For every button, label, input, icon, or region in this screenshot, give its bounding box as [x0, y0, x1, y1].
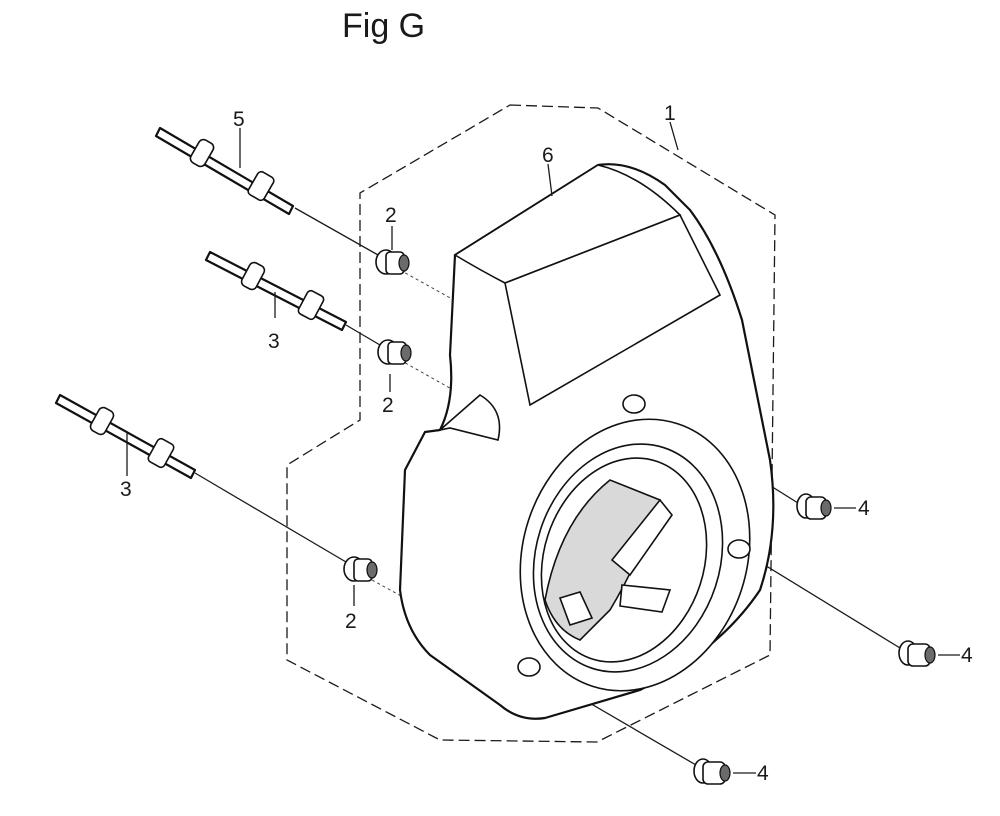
callout-part-4c: 4	[757, 762, 769, 785]
stud-bolt-icon	[154, 126, 295, 216]
callout-part-2b: 2	[382, 394, 394, 417]
figure-title: Fig G	[342, 7, 426, 45]
flange-nut-icon	[898, 640, 936, 667]
callout-part-2c: 2	[345, 610, 357, 633]
callout-part-2a: 2	[385, 204, 397, 227]
callout-part-6: 6	[542, 144, 554, 167]
collar-icon	[375, 249, 410, 275]
flange-nut-icon	[796, 493, 832, 520]
callout-part-3b: 3	[120, 478, 132, 501]
callout-part-5: 5	[233, 108, 245, 131]
callout-part-1: 1	[664, 102, 676, 125]
leader-lines	[126, 121, 960, 774]
collar-icon	[377, 339, 412, 365]
fan-shroud-icon	[398, 163, 775, 720]
collar-icon	[343, 556, 378, 582]
assembly-boundary	[286, 104, 776, 743]
stud-bolt-icon	[54, 393, 197, 480]
callout-part-4b: 4	[961, 644, 973, 667]
callout-part-4a: 4	[858, 497, 870, 520]
stud-bolt-icon	[204, 250, 348, 332]
flange-nut-icon	[693, 758, 731, 785]
callout-part-3a: 3	[268, 330, 280, 353]
